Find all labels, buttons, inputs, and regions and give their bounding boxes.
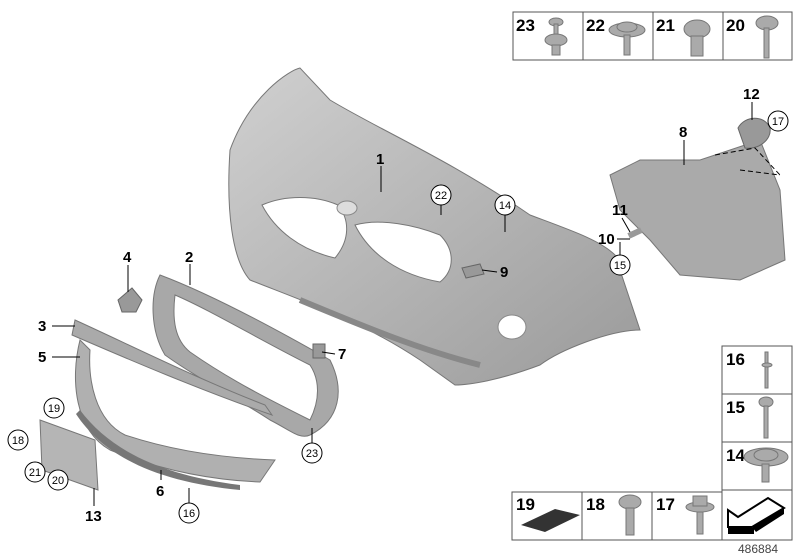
callout-7: 7: [338, 346, 346, 363]
circled-callouts: [7, 110, 789, 524]
legend-bottom-fasteners: 19 18 17: [511, 491, 723, 541]
small-bracket: [312, 343, 326, 359]
callout-4: 4: [123, 249, 132, 266]
callout-5: 5: [38, 349, 46, 366]
callout-11: 11: [612, 202, 628, 219]
legend-15: 15: [726, 398, 745, 417]
cover-plate: [461, 263, 485, 279]
legend-18: 18: [586, 495, 605, 514]
side-bracket: [609, 139, 786, 281]
callout-8: 8: [679, 124, 687, 141]
callout-19: 19: [48, 403, 60, 415]
legend-right-fasteners: 16 15 14: [721, 345, 793, 541]
callout-labels: 1 2 3 4 5 6 7 8 9 10 11 12 13: [38, 86, 760, 525]
front-bumper-panel: [228, 67, 641, 386]
callout-9: 9: [500, 264, 508, 281]
holder-ring: [737, 117, 771, 149]
callout-18: 18: [12, 435, 24, 447]
callout-2: 2: [185, 249, 193, 266]
callout-20: 20: [52, 475, 64, 487]
legend-16: 16: [726, 350, 745, 369]
callout-12: 12: [743, 86, 760, 103]
legend-17: 17: [656, 495, 675, 514]
callout-15: 15: [614, 260, 626, 272]
callout-1: 1: [376, 151, 384, 168]
callout-22: 22: [435, 190, 447, 202]
legend-19: 19: [516, 495, 535, 514]
callout-14: 14: [499, 200, 511, 212]
legend-top-fasteners: 23 22 21 20: [512, 11, 793, 61]
legend-23: 23: [516, 16, 535, 35]
callout-23: 23: [306, 448, 318, 460]
fastener-icons-top: [544, 15, 779, 59]
cover-cap: [117, 287, 143, 313]
callout-10: 10: [598, 231, 615, 248]
diagram-number: 486884: [738, 542, 778, 556]
leader-lines: [52, 102, 753, 506]
callout-6: 6: [156, 483, 164, 500]
callout-21: 21: [29, 467, 41, 479]
callout-3: 3: [38, 318, 46, 335]
holder-dashes: [714, 147, 781, 176]
legend-22: 22: [586, 16, 605, 35]
callout-16: 16: [183, 508, 195, 520]
grille-trim-upper: [71, 319, 274, 416]
legend-14: 14: [726, 446, 745, 465]
legend-20: 20: [726, 16, 745, 35]
legend-21: 21: [656, 16, 675, 35]
clip-part: [627, 227, 643, 239]
callout-13: 13: [85, 508, 102, 525]
callout-17: 17: [772, 116, 784, 128]
